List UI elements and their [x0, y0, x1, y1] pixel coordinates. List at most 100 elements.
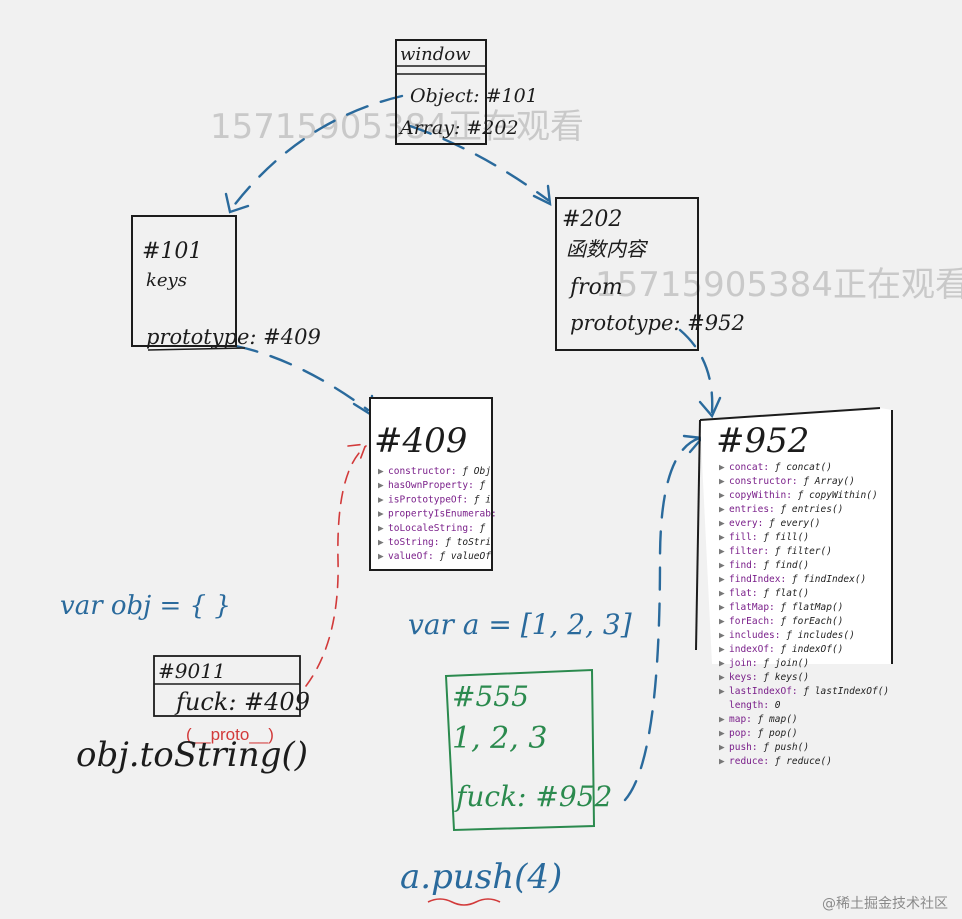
box-952-prop-every: every: ƒ every() — [729, 518, 821, 529]
box-952-expand-icon: ▶ — [719, 658, 725, 669]
window-row-array: Array: #202 — [398, 117, 519, 139]
arrow-101-to-409 — [234, 344, 370, 412]
box-555-row2: fuck: #952 — [454, 780, 612, 813]
box-952-expand-icon: ▶ — [719, 462, 725, 473]
box-409-expand-icon: ▶ — [378, 523, 384, 534]
box-952-expand-icon: ▶ — [719, 518, 725, 529]
box-409-props: ▶ constructor: ƒ Obj ▶ hasOwnProperty: ƒ ▶ is… — [378, 466, 497, 562]
box-952-expand-icon: ▶ — [719, 672, 725, 683]
box-952-prop-flatMap: flatMap: ƒ flatMap() — [729, 602, 843, 613]
arrowhead-202 — [532, 184, 552, 207]
box-952-prop-flat: flat: ƒ flat() — [729, 588, 809, 599]
box-952-prop-indexOf: indexOf: ƒ indexOf() — [729, 644, 843, 655]
box-409-expand-icon: ▶ — [378, 466, 384, 477]
box-555-row1: 1, 2, 3 — [452, 721, 547, 756]
box-409-prop-hasOwnProperty: hasOwnProperty: ƒ — [388, 480, 486, 491]
box-952-prop-filter: filter: ƒ filter() — [729, 546, 832, 557]
arrowhead-proto — [347, 443, 368, 461]
window-row-object: Object: #101 — [410, 85, 538, 107]
arrow-555-to-952 — [623, 436, 702, 802]
box-202-row-content: 函数内容 — [566, 237, 649, 261]
arrow-window-to-202 — [408, 124, 550, 202]
box-952-prop-findIndex: findIndex: ƒ findIndex() — [729, 574, 866, 585]
box-409-id: #409 — [374, 421, 467, 461]
box-952-expand-icon: ▶ — [719, 476, 725, 487]
box-202-prototype: prototype: #952 — [570, 311, 745, 335]
box-952-expand-icon: ▶ — [719, 560, 725, 571]
reference-arrows — [230, 94, 714, 802]
arrow-9011-to-409 — [305, 445, 367, 687]
box-952-expand-icon: ▶ — [719, 490, 725, 501]
code-var-obj: var obj = { } — [60, 591, 231, 621]
box-409-expand-icon: ▶ — [378, 494, 384, 505]
code-obj-tostring: obj.toString() — [76, 735, 308, 775]
box-409-prop-toString: toString: ƒ toStri — [388, 537, 491, 548]
window-box: window Object: #101 Array: #202 — [395, 39, 538, 145]
function-box-202: #202 函数内容 from prototype: #952 — [555, 197, 745, 351]
box-952-prop-keys: keys: ƒ keys() — [729, 672, 809, 683]
box-952-prop-map: map: ƒ map() — [729, 714, 798, 725]
box-952-expand-icon: ▶ — [719, 756, 725, 767]
watermark-2: 15715905384正在观看 — [595, 265, 962, 305]
box-952-prop-concat: concat: ƒ concat() — [729, 462, 832, 473]
window-title: window — [400, 44, 471, 65]
box-952-prop-push: push: ƒ push() — [729, 742, 809, 753]
box-952-expand-icon: ▶ — [719, 714, 725, 725]
box-952-expand-icon: ▶ — [719, 546, 725, 557]
box-952-expand-icon: ▶ — [719, 574, 725, 585]
box-952-prop-entries: entries: ƒ entries() — [729, 504, 843, 515]
box-952-prop-copyWithin: copyWithin: ƒ copyWithin() — [729, 490, 878, 501]
box-409-prop-propertyIsEnumerab: propertyIsEnumerab: — [388, 509, 497, 520]
credit-watermark: @稀土掘金技术社区 — [822, 896, 948, 912]
prototype-box-952: #952 ▶ concat: ƒ concat() ▶ constructor: ƒ … — [695, 407, 893, 767]
box-952-expand-icon: ▶ — [719, 742, 725, 753]
box-409-expand-icon: ▶ — [378, 551, 384, 562]
box-952-prop-reduce: reduce: ƒ reduce() — [729, 756, 832, 767]
box-409-prop-isPrototypeOf: isPrototypeOf: ƒ i — [388, 494, 491, 505]
box-952-prop-lastIndexOf: lastIndexOf: ƒ lastIndexOf() — [729, 686, 889, 697]
box-952-expand-icon: ▶ — [719, 644, 725, 655]
box-202-id: #202 — [562, 207, 622, 232]
push-underline — [427, 898, 501, 906]
arrowhead-101 — [224, 192, 250, 214]
code-a-push: a.push(4) — [400, 857, 562, 897]
box-952-prop-constructor: constructor: ƒ Array() — [729, 476, 855, 487]
box-952-prop-forEach: forEach: ƒ forEach() — [729, 616, 843, 627]
box-952-props: ▶ concat: ƒ concat() ▶ constructor: ƒ Array… — [719, 462, 889, 767]
box-409-prop-valueOf: valueOf: ƒ valueOf — [388, 551, 491, 562]
box-409-expand-icon: ▶ — [378, 480, 384, 491]
box-952-prop-length: length: 0 — [729, 700, 781, 711]
box-952-expand-icon: ▶ — [719, 728, 725, 739]
box-952-expand-icon: ▶ — [719, 504, 725, 515]
box-952-prop-find: find: ƒ find() — [729, 560, 809, 571]
box-952-expand-icon: ▶ — [719, 630, 725, 641]
box-202-row-from: from — [568, 275, 623, 300]
array-box-555: #555 1, 2, 3 fuck: #952 — [444, 668, 612, 832]
box-952-id: #952 — [716, 421, 809, 461]
box-409-expand-icon: ▶ — [378, 537, 384, 548]
box-952-expand-icon: ▶ — [719, 616, 725, 627]
box-101-id: #101 — [142, 239, 202, 264]
box-9011-row: fuck: #409 — [174, 688, 310, 716]
box-952-expand-icon: ▶ — [719, 602, 725, 613]
proto-label: (__proto__) — [186, 725, 274, 744]
object-box-9011: #9011 fuck: #409 (__proto__) — [153, 655, 310, 744]
box-409-prop-toLocaleString: toLocaleString: ƒ — [388, 523, 486, 534]
object-box-101: #101 keys prototype: #409 — [131, 215, 321, 351]
box-409-expand-icon: ▶ — [378, 509, 384, 520]
box-952-prop-pop: pop: ƒ pop() — [729, 728, 798, 739]
code-var-a: var a = [1, 2, 3] — [408, 608, 632, 641]
proto-arrow — [305, 443, 368, 687]
box-952-expand-icon: ▶ — [719, 532, 725, 543]
box-555-id: #555 — [452, 680, 529, 713]
box-952-expand-icon: ▶ — [719, 686, 725, 697]
box-952-prop-join: join: ƒ join() — [729, 658, 809, 669]
box-952-prop-includes: includes: ƒ includes() — [729, 630, 855, 641]
box-101-prototype: prototype: #409 — [146, 325, 321, 349]
box-952-prop-fill: fill: ƒ fill() — [729, 532, 809, 543]
box-409-prop-constructor: constructor: ƒ Obj — [388, 466, 491, 477]
arrowhead-952 — [698, 396, 722, 419]
box-952-expand-icon: ▶ — [719, 588, 725, 599]
arrow-window-to-101 — [230, 94, 404, 210]
